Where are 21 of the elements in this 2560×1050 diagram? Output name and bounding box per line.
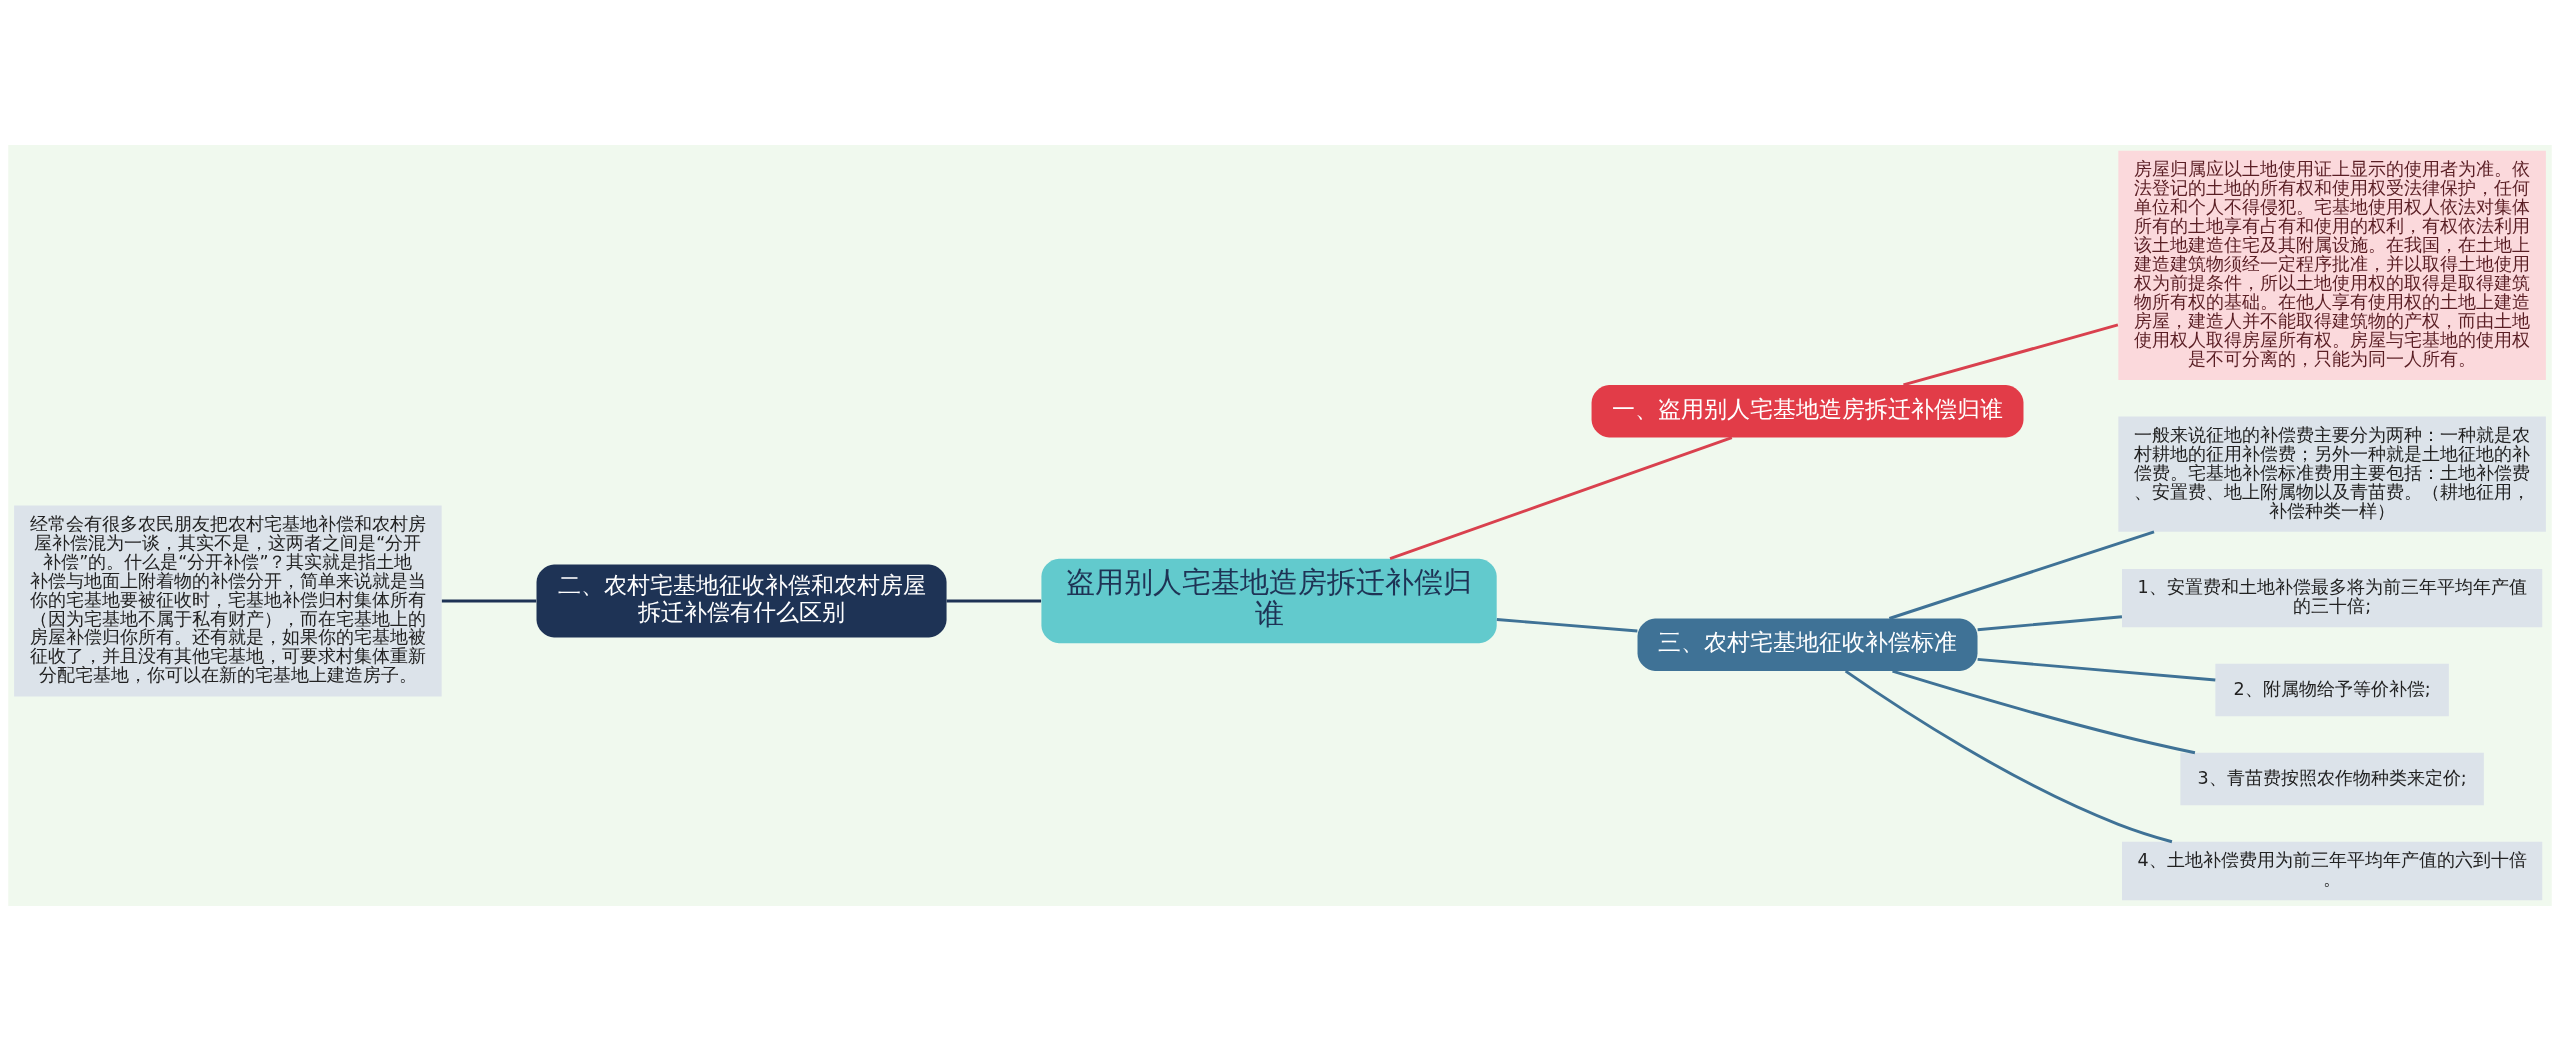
- connector: [1496, 617, 1638, 632]
- connector: [441, 599, 537, 602]
- node-box: 一、盗用别人宅基地造房拆迁补偿归谁: [1591, 384, 2024, 438]
- connector: [1977, 614, 2123, 631]
- connector: [1389, 435, 1733, 560]
- node-box: 三、农村宅基地征收补偿标准: [1637, 618, 1978, 671]
- node-box: 3、青苗费按照农作物种类来定价;: [2180, 752, 2484, 805]
- connector: [1892, 669, 2196, 754]
- node-box: 1、安置费和土地补偿最多将为前三年平均年产值的三十倍;: [2122, 568, 2543, 627]
- node-box: 盗用别人宅基地造房拆迁补偿归谁: [1041, 558, 1497, 643]
- connector: [1844, 669, 2173, 843]
- connector: [1888, 530, 2155, 620]
- node-box: 4、土地补偿费用为前三年平均年产值的六到十倍。: [2122, 841, 2543, 900]
- node-box: 房屋归属应以土地使用证上显示的使用者为准。依法登记的土地的所有权和使用权受法律保护，任何单位和个人不得侵犯。宅基地使用权人依法对集体所有的土地享有占有和使用的权利，有权依法利用该土地建造住宅及其附属设施。在我国，在土地上建造建筑物须经一定程序批准，并以取得土地使用权为前提条件，所以土地使用权的取得是取得建筑物所有权的基础。在他人享有使用权的土地上建造房屋，建造人并不能取得建筑物的产权，而由土地使用权人取得房屋所有权。房屋与宅基地的使用权是不可分离的，只能为同一人所有。: [2118, 150, 2546, 380]
- connector: [1977, 657, 2216, 681]
- node-box: 经常会有很多农民朋友把农村宅基地补偿和农村房屋补偿混为一谈，其实不是，这两者之间是“分开补偿”的。什么是“分开补偿”？其实就是指土地补偿与地面上附着物的补偿分开，简单来说就是当你的宅基地要被征收时，宅基地补偿归村集体所有（因为宅基地不属于私有财产），而在宅基地上的房屋补偿归你所有。还有就是，如果你的宅基地被征收了，并且没有其他宅基地，可要求村集体重新分配宅基地，你可以在新的宅基地上建造房子。: [14, 504, 442, 697]
- node-box: 一般来说征地的补偿费主要分为两种：一种就是农村耕地的征用补偿费；另外一种就是土地征地的补偿费。宅基地补偿标准费用主要包括：土地补偿费、安置费、地上附属物以及青苗费。（耕地征用，补偿种类一样）: [2118, 415, 2546, 532]
- node-box: 2、附属物给予等价补偿;: [2215, 663, 2449, 716]
- node-box: 二、农村宅基地征收补偿和农村房屋拆迁补偿有什么区别: [536, 564, 947, 637]
- connector: [1903, 323, 2119, 386]
- connector: [946, 599, 1042, 602]
